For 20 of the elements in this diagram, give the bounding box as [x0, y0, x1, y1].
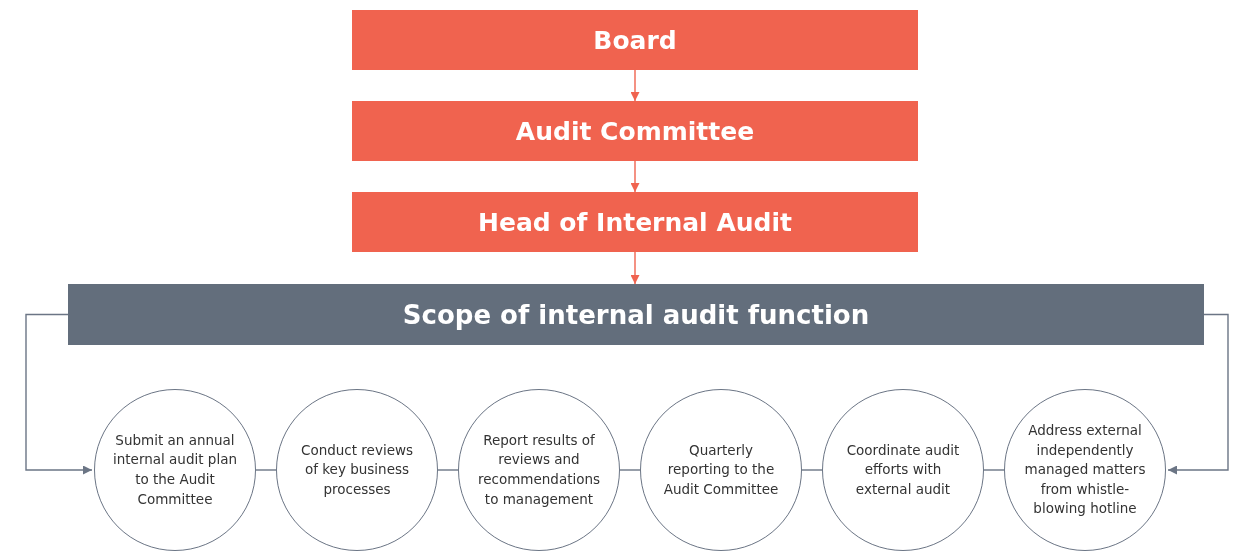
role-box: Audit Committee	[352, 101, 918, 161]
connector-line	[255, 469, 277, 471]
connector-line	[983, 469, 1005, 471]
arrow	[630, 69, 640, 102]
connector-line	[801, 469, 823, 471]
connector-line	[619, 469, 641, 471]
step-circle: Quarterly reporting to the Audit Committee	[640, 389, 802, 551]
role-box: Board	[352, 10, 918, 70]
step-circle: Address external independently managed matters from whistle-blowing hotline	[1004, 389, 1166, 551]
step-circle: Report results of reviews and recommendations to management	[458, 389, 620, 551]
step-circle: Submit an annual internal audit plan to the Audit Committee	[94, 389, 256, 551]
arrow	[25, 313, 93, 475]
arrow	[630, 160, 640, 193]
scope-band: Scope of internal audit function	[68, 284, 1204, 345]
role-box: Head of Internal Audit	[352, 192, 918, 252]
arrow	[1167, 313, 1229, 475]
arrow	[630, 251, 640, 285]
connector-line	[437, 469, 459, 471]
step-circle: Coordinate audit efforts with external audit	[822, 389, 984, 551]
step-circle: Conduct reviews of key business processes	[276, 389, 438, 551]
